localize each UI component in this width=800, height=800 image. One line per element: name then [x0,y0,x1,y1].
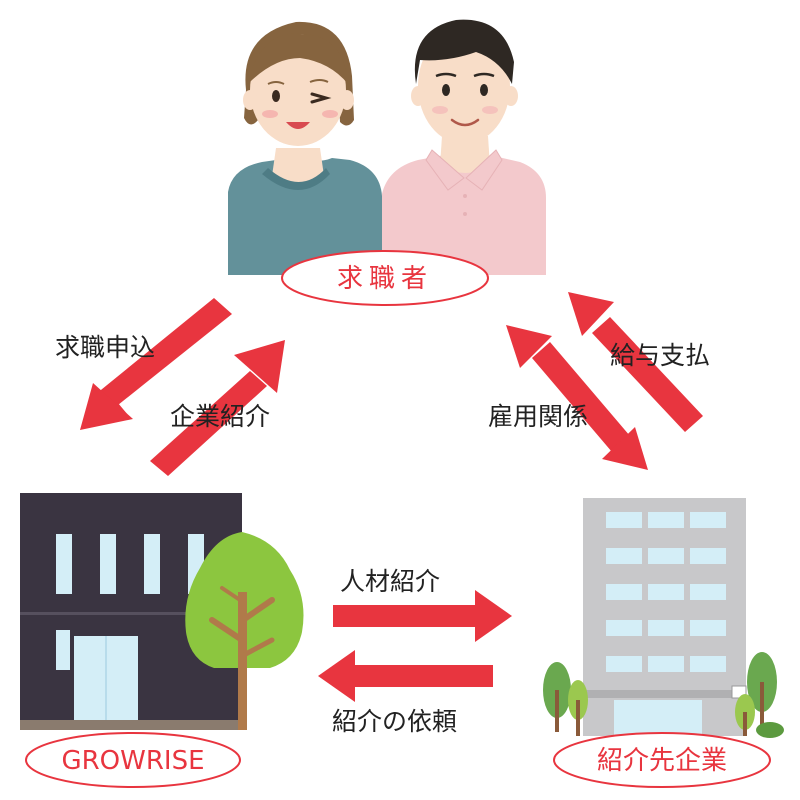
client-company-node: 紹介先企業 [553,732,771,788]
small-trees-icon [543,652,784,738]
label-company-introduction: 企業紹介 [170,402,270,431]
label-introduction-request: 紹介の依頼 [332,707,457,736]
label-employment-relationship: 雇用関係 [488,402,588,431]
agency-oval [25,732,241,788]
job-seeker-label: 求職者 [337,264,433,294]
tree-icon [185,532,304,730]
arrow-introduction-request [318,650,493,702]
building-windows [606,512,726,736]
arrow-employment-relationship [506,325,648,470]
client-company-label: 紹介先企業 [597,746,727,776]
agency-node: GROWRISE [25,732,241,788]
gray-office-building [583,498,747,736]
arrow-application [80,298,232,430]
man-figure [382,19,546,275]
client-company-oval [553,732,771,788]
agency-label: GROWRISE [61,746,204,776]
label-application: 求職申込 [55,333,155,362]
arrow-company-introduction [150,340,285,476]
arrow-salary-payment [568,292,703,432]
label-talent-introduction: 人材紹介 [340,567,440,596]
job-seeker-oval [281,250,489,306]
arrow-talent-introduction [333,590,512,642]
label-salary-payment: 給与支払 [610,341,710,370]
woman-figure [228,21,382,275]
couple-illustration [228,19,546,275]
job-seeker-node: 求職者 [281,250,489,306]
